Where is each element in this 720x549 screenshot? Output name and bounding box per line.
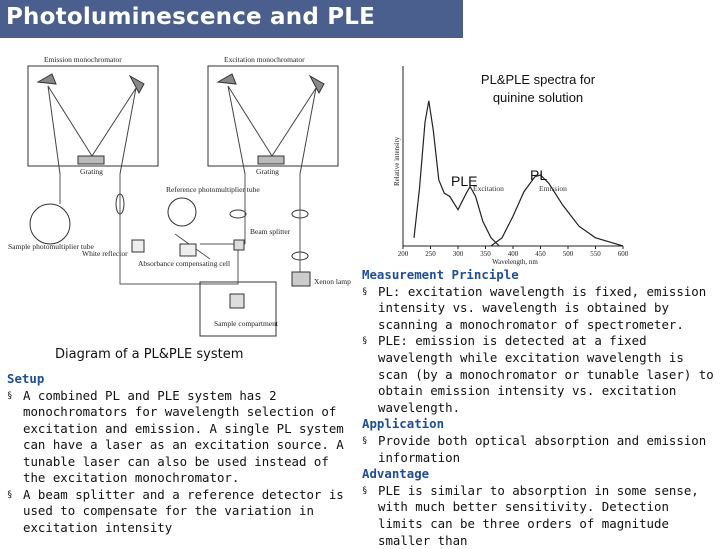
x-tick-label: 450: [535, 250, 546, 258]
chart-title-line1: PL&PLE spectra for: [481, 72, 596, 87]
grating-left-label: Grating: [80, 167, 103, 176]
excitation-series-label: Excitation: [473, 184, 504, 193]
excitation-mono-box: [207, 65, 339, 167]
setup-bullet: § A combined PL and PLE system has 2 mon…: [7, 388, 349, 487]
setup-bullet-text: A beam splitter and a reference detector…: [23, 486, 344, 535]
mirror-icon: [36, 73, 57, 85]
absorbance-cell-icon: [179, 243, 197, 257]
principle-bullet: § PLE: emission is detected at a fixed w…: [362, 333, 714, 416]
x-tick-label: 600: [618, 250, 628, 258]
diagram-caption: Diagram of a PL&PLE system: [55, 347, 244, 362]
reference-pmt-icon: [167, 197, 197, 227]
xenon-lamp-label: Xenon lamp: [314, 277, 351, 286]
ple-annotation: PLE: [451, 173, 477, 189]
mirror-icon: [128, 74, 145, 95]
bullet-marker: §: [362, 336, 368, 347]
emission-mono-box: [27, 65, 159, 167]
advantage-bullet-text: PLE is similar to absorption in some sen…: [378, 482, 699, 548]
advantage-heading: Advantage: [362, 466, 430, 482]
ref-pmt-label: Reference photomultiplier tube: [166, 185, 260, 194]
x-tick-label: 300: [453, 250, 464, 258]
bullet-marker: §: [362, 435, 368, 446]
sample-compartment-label: Sample compartment: [214, 319, 279, 328]
measurement-section: Measurement Principle § PL: excitation w…: [362, 267, 714, 549]
x-tick-label: 400: [508, 250, 519, 258]
absorbance-cell-label: Absorbance compensating cell: [138, 259, 230, 268]
setup-bullet-text: A combined PL and PLE system has 2 monoc…: [23, 387, 344, 486]
application-bullet-text: Provide both optical absorption and emis…: [378, 432, 707, 465]
lens-icon: [229, 209, 247, 219]
x-tick-label: 200: [398, 250, 409, 258]
setup-bullet: § A beam splitter and a reference detect…: [7, 487, 349, 537]
excitation-mono-label: Excitation monochromator: [224, 55, 305, 64]
white-reflector-label: White reflector: [82, 249, 128, 258]
setup-heading: Setup: [7, 371, 45, 386]
y-axis-label: Relative intensity: [393, 136, 401, 186]
x-tick-label: 350: [480, 250, 491, 258]
mirror-icon: [308, 74, 325, 95]
grating-icon: [257, 155, 285, 165]
bullet-marker: §: [7, 489, 13, 500]
sample-pmt-label: Sample photomultiplier tube: [8, 242, 94, 251]
x-tick-label: 550: [590, 250, 601, 258]
sample-compartment-box: [199, 281, 277, 337]
application-bullet: § Provide both optical absorption and em…: [362, 433, 714, 466]
chart-title-line2: quinine solution: [493, 90, 583, 105]
grating-right-label: Grating: [256, 167, 279, 176]
pl-ple-system-diagram: Emission monochromator Excitation monoch…: [8, 55, 351, 337]
advantage-bullet: § PLE is similar to absorption in some s…: [362, 483, 714, 549]
sample-pmt-icon: [29, 203, 71, 245]
slide-title: Photoluminescence and PLE: [6, 4, 376, 30]
bullet-marker: §: [362, 286, 368, 297]
x-tick-label: 250: [425, 250, 436, 258]
title-bar: Photoluminescence and PLE: [0, 0, 463, 38]
beam-splitter-icon: [233, 239, 245, 251]
x-tick-label: 500: [563, 250, 574, 258]
principle-bullet-text: PL: excitation wavelength is fixed, emis…: [378, 283, 707, 332]
bullet-marker: §: [7, 390, 13, 401]
principle-bullet-text: PLE: emission is detected at a fixed wav…: [378, 333, 714, 415]
application-heading: Application: [362, 416, 445, 432]
grating-icon: [77, 155, 105, 165]
x-axis-label: Wavelength, nm: [492, 258, 538, 266]
white-reflector-icon: [131, 239, 145, 253]
bullet-marker: §: [362, 485, 368, 496]
pl-annotation: PL: [530, 167, 547, 183]
sample-cuvette-icon: [229, 293, 245, 309]
emission-series-label: Emission: [539, 184, 567, 193]
emission-mono-label: Emission monochromator: [44, 55, 122, 64]
xenon-lamp-icon: [291, 271, 311, 287]
excitation-series-line: [413, 100, 500, 247]
beam-splitter-label: Beam splitter: [250, 227, 291, 236]
pl-ple-spectra-chart: PL&PLE spectra for quinine solution Rela…: [393, 66, 628, 266]
principle-bullet: § PL: excitation wavelength is fixed, em…: [362, 284, 714, 334]
mirror-icon: [216, 73, 237, 85]
emission-series-line: [490, 174, 624, 247]
setup-section: Setup § A combined PL and PLE system has…: [7, 371, 349, 536]
principle-heading: Measurement Principle: [362, 267, 519, 282]
